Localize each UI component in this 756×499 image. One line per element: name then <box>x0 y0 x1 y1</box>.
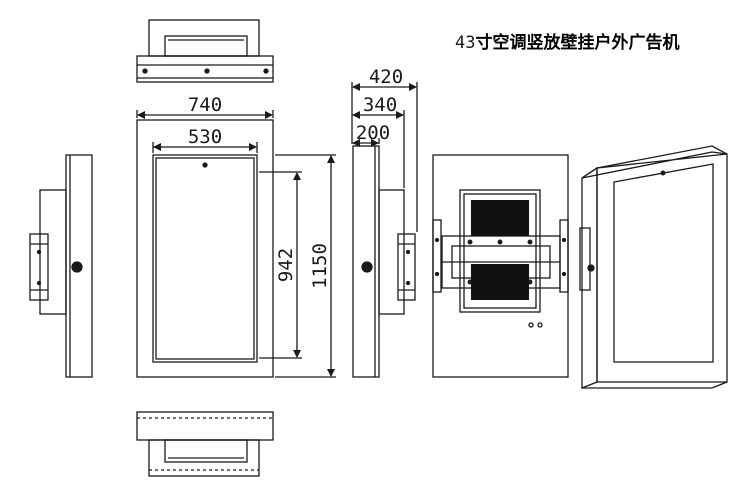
label-depth-overall: 420 <box>369 66 403 88</box>
dim-height-inner <box>259 171 302 359</box>
label-width-inner: 530 <box>188 126 222 148</box>
label-depth-mid: 340 <box>363 94 397 116</box>
dim-depth-body <box>352 138 380 147</box>
dim-width-inner <box>152 142 258 153</box>
lower-vent <box>471 264 529 300</box>
front-view <box>136 119 274 378</box>
perspective-view <box>579 145 728 389</box>
bottom-view <box>136 411 274 477</box>
dim-height-overall <box>275 154 336 378</box>
top-view <box>136 19 274 83</box>
drawing-title: 43寸空调竖放壁挂户外广告机 <box>455 32 679 53</box>
label-width-overall: 740 <box>188 94 222 116</box>
right-side-view <box>352 145 416 378</box>
back-view <box>432 154 569 378</box>
label-height-inner: 942 <box>275 248 297 282</box>
left-side-view <box>29 154 93 378</box>
upper-vent <box>471 200 529 236</box>
dim-width-overall <box>136 110 274 119</box>
label-height-overall: 1150 <box>309 243 331 289</box>
dim-depth-mid <box>352 110 405 188</box>
label-depth-body: 200 <box>356 122 390 144</box>
